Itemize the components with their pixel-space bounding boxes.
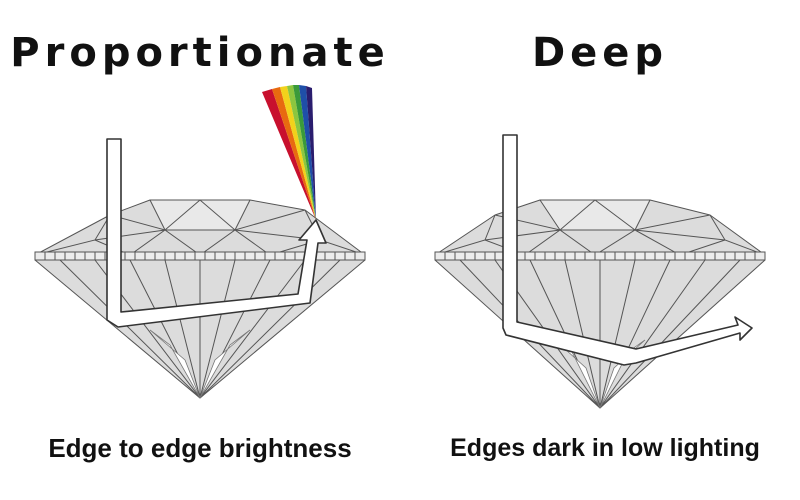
panel-title-deep: Deep [531,30,669,76]
panel-title-proportionate: Proportionate [10,30,390,76]
light-ray-path [106,138,327,328]
diamond-girdle [434,251,766,261]
caption-deep: Edges dark in low lighting [450,434,760,462]
deep-diamond-diagram [434,134,766,409]
caption-proportionate: Edge to edge brightness [48,433,352,463]
light-ray-path [502,134,753,366]
diamond-pavilion [34,259,366,399]
spectrum-dispersion [262,85,316,220]
proportionate-diamond-diagram [34,85,366,399]
diamond-crown [434,199,766,256]
